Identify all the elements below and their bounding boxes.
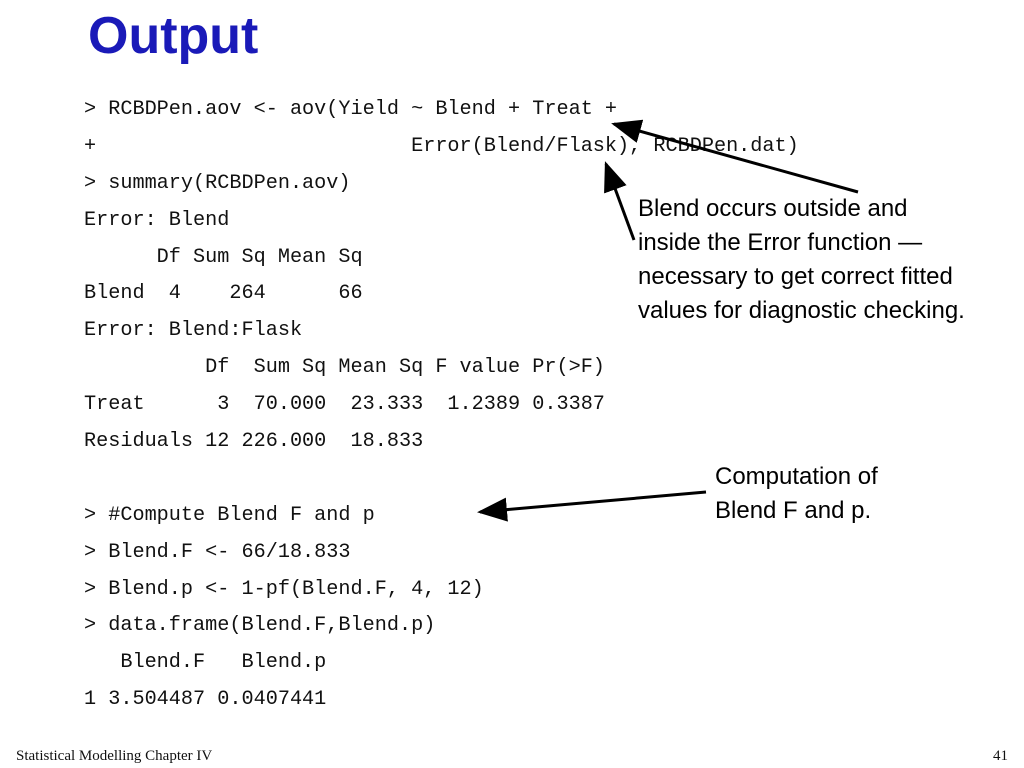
code-line: + Error(Blend/Flask), RCBDPen.dat) [84,134,799,158]
code-line: 1 3.504487 0.0407441 [84,688,327,712]
code-line: > data.frame(Blend.F,Blend.p) [84,614,436,638]
code-line: > summary(RCBDPen.aov) [84,171,351,195]
annotation-error-function: Blend occurs outside and inside the Erro… [638,195,965,324]
code-line: > Blend.F <- 66/18.833 [84,540,351,564]
annotation-compute-blend: Computation of Blend F and p. [715,463,878,524]
page-number: 41 [993,748,1008,764]
footer-chapter: Statistical Modelling Chapter IV [16,748,213,764]
arrow-to-blend-term [611,119,859,194]
code-line: > #Compute Blend F and p [84,503,375,527]
code-line: Error: Blend:Flask [84,319,303,343]
arrow-to-compute-comment [477,490,707,522]
code-line: Residuals 12 226.000 18.833 [84,430,424,454]
code-line: Df Sum Sq Mean Sq F value Pr(>F) [84,356,605,380]
code-line: > RCBDPen.aov <- aov(Yield ~ Blend + Tre… [84,98,618,121]
slide-title: Output [88,7,259,65]
arrow-to-error-term [604,161,636,241]
code-line: Df Sum Sq Mean Sq [84,245,363,269]
code-line: Treat 3 70.000 23.333 1.2389 0.3387 [84,393,605,417]
code-line: Error: Blend [84,208,230,232]
code-line: Blend.F Blend.p [84,651,327,675]
code-line: > Blend.p <- 1-pf(Blend.F, 4, 12) [84,577,484,601]
r-console-output: > RCBDPen.aov <- aov(Yield ~ Blend + Tre… [84,92,799,719]
code-line: Blend 4 264 66 [84,282,363,306]
